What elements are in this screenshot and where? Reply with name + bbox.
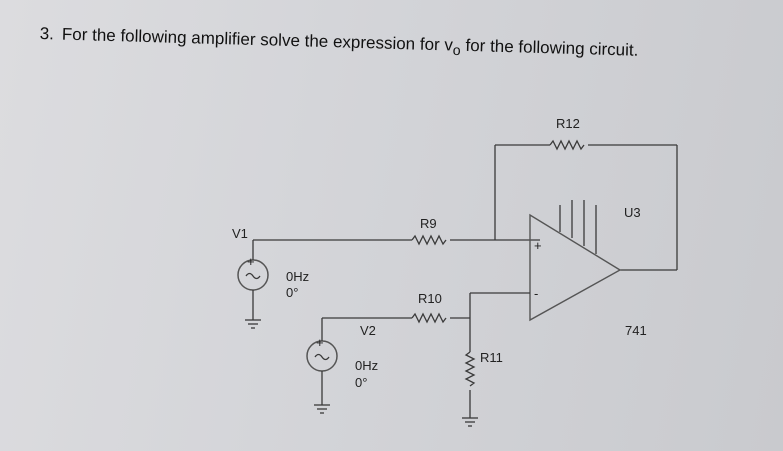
svg-text:+: + bbox=[247, 254, 255, 269]
r11-label: R11 bbox=[480, 350, 503, 365]
r11-resistor bbox=[464, 351, 476, 387]
v1-source: + bbox=[237, 240, 269, 329]
v1-frequency: 0Hz bbox=[286, 269, 309, 284]
svg-text:+: + bbox=[316, 335, 324, 350]
v2-source: + bbox=[306, 318, 338, 414]
opamp-plus-sign: + bbox=[534, 238, 542, 253]
v1-phase: 0° bbox=[286, 285, 298, 300]
opamp-minus-sign: - bbox=[534, 286, 538, 301]
v2-phase: 0° bbox=[355, 375, 367, 390]
v2-label: V2 bbox=[360, 323, 376, 338]
opamp-name: U3 bbox=[624, 205, 641, 220]
r9-label: R9 bbox=[420, 216, 437, 231]
r12-resistor bbox=[549, 139, 585, 151]
r10-resistor bbox=[411, 312, 447, 324]
opamp-u3 bbox=[529, 213, 622, 322]
opamp-model: 741 bbox=[625, 323, 647, 338]
v2-frequency: 0Hz bbox=[355, 358, 378, 373]
r10-label: R10 bbox=[418, 291, 442, 306]
v1-label: V1 bbox=[232, 226, 248, 241]
r12-label: R12 bbox=[556, 116, 580, 131]
r9-resistor bbox=[411, 234, 447, 246]
